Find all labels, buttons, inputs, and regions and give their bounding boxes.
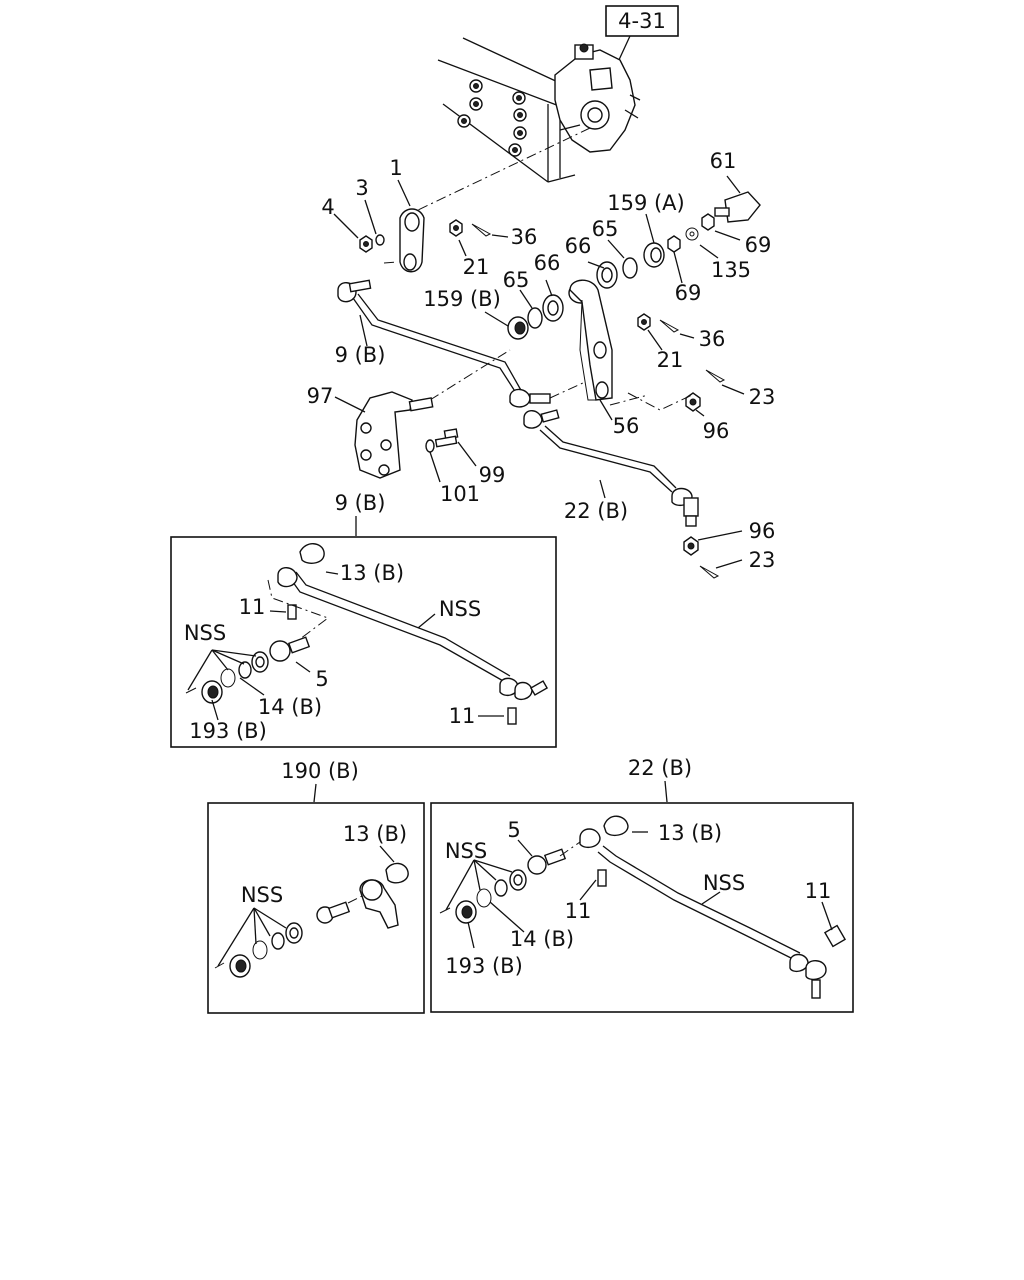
cotter-23a [705, 369, 726, 383]
washer-3 [375, 234, 385, 246]
inset-9b-label-11a: 11 [239, 595, 266, 619]
nut-96a [685, 392, 701, 412]
bushing-159a [643, 242, 665, 268]
cotter-23b [699, 565, 720, 579]
label-23a: 23 [749, 385, 776, 409]
label-36b: 36 [699, 327, 726, 351]
inset-22b-label-11b: 11 [805, 879, 832, 903]
label-69a: 69 [745, 233, 772, 257]
bracket-97[interactable] [354, 391, 434, 479]
label-65a: 65 [592, 217, 619, 241]
label-9b: 9 (B) [335, 343, 386, 367]
inset-9b-label-5: 5 [315, 667, 328, 691]
inset-190b[interactable]: 190 (B) 13 (B) NSS [207, 759, 425, 1014]
label-66b: 66 [534, 251, 561, 275]
inset-22b-label-nss2: NSS [703, 871, 745, 895]
inset-190b-label-nss: NSS [241, 883, 283, 907]
label-21a: 21 [463, 255, 490, 279]
cotter-36a [471, 223, 492, 237]
inset-22b-label-5: 5 [507, 818, 520, 842]
nut-96b [683, 536, 699, 556]
nut-4 [359, 235, 373, 253]
label-101: 101 [440, 482, 480, 506]
part-labels-main: 1 3 4 36 21 61 159 (A) 65 66 66 65 69 13… [307, 149, 776, 572]
inset-9b-label-11b: 11 [449, 704, 476, 728]
inset-22b[interactable]: 22 (B) 5 13 (B) NSS NSS 11 [430, 756, 854, 1013]
label-159b: 159 (B) [423, 287, 501, 311]
label-36a: 36 [511, 225, 538, 249]
label-159a: 159 (A) [607, 191, 685, 215]
label-96b: 96 [749, 519, 776, 543]
inset-22b-label-11a: 11 [565, 899, 592, 923]
inset-9b-label-14b: 14 (B) [258, 695, 322, 719]
reference-label: 4-31 [618, 9, 666, 33]
steering-gear [554, 43, 641, 153]
bracket-61 [714, 191, 761, 223]
inset-22b-label-13b: 13 (B) [658, 821, 722, 845]
label-4: 4 [321, 195, 334, 219]
inset-22b-title: 22 (B) [628, 756, 692, 780]
pitman-arm-1[interactable] [383, 208, 425, 273]
nut-21b [637, 313, 651, 331]
inset-22b-label-14b: 14 (B) [510, 927, 574, 951]
washer-101 [425, 439, 435, 453]
frame-rail [437, 37, 576, 183]
inset-9b[interactable]: 9 (B) 13 (B) 11 NSS [170, 491, 557, 748]
inset-190b-label-13b: 13 (B) [343, 822, 407, 846]
inset-9b-label-13b: 13 (B) [340, 561, 404, 585]
drag-link-9b[interactable] [337, 279, 551, 408]
label-3: 3 [355, 176, 368, 200]
label-97: 97 [307, 384, 334, 408]
label-22b: 22 (B) [564, 499, 628, 523]
label-69b: 69 [675, 281, 702, 305]
idler-arm-56[interactable] [568, 279, 613, 401]
nut-69b [667, 235, 681, 253]
label-1: 1 [389, 156, 402, 180]
cotter-36b [659, 319, 680, 333]
label-135: 135 [711, 258, 751, 282]
leader-lines-main [333, 175, 745, 569]
inset-22b-label-nss1: NSS [445, 839, 487, 863]
label-23b: 23 [749, 548, 776, 572]
inset-22b-label-193b: 193 (B) [445, 954, 523, 978]
seal-65a [622, 257, 638, 279]
label-96a: 96 [703, 419, 730, 443]
tie-rod-22b[interactable] [523, 409, 699, 527]
label-61: 61 [710, 149, 737, 173]
inset-190b-title: 190 (B) [281, 759, 359, 783]
label-65b: 65 [503, 268, 530, 292]
inset-9b-label-nss1: NSS [184, 621, 226, 645]
label-99: 99 [479, 463, 506, 487]
inset-9b-label-193b: 193 (B) [189, 719, 267, 743]
bolt-99 [434, 428, 459, 448]
bushing-159b [507, 316, 529, 340]
inset-9b-title: 9 (B) [335, 491, 386, 515]
label-66a: 66 [565, 234, 592, 258]
label-56: 56 [613, 414, 640, 438]
bushing-66a [596, 261, 618, 289]
washer-135 [685, 227, 699, 241]
seal-65b [527, 307, 543, 329]
nut-69a [701, 213, 715, 231]
bushing-66b [542, 294, 564, 322]
nut-21a [449, 219, 463, 237]
label-21b: 21 [657, 348, 684, 372]
inset-9b-label-nss2: NSS [439, 597, 481, 621]
